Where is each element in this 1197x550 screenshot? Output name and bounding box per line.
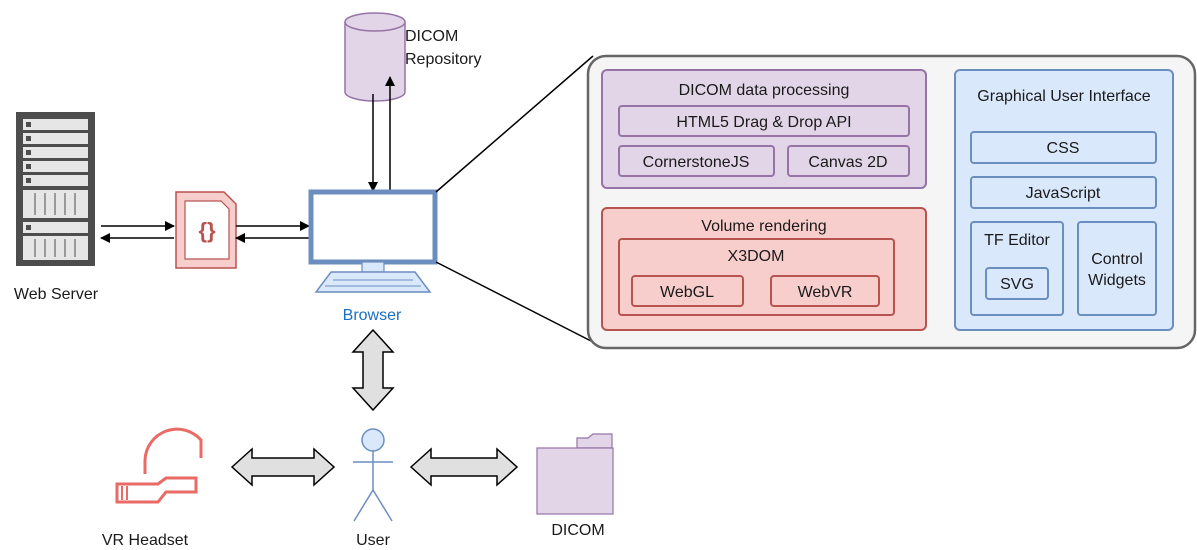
svg-label: SVG [1000, 276, 1034, 293]
javascript-label: JavaScript [1026, 185, 1101, 202]
webvr-box [770, 275, 880, 307]
server-icon [16, 112, 95, 266]
webgl-box [631, 275, 744, 307]
monitor-icon [308, 189, 438, 293]
double-arrow-vr-user [230, 447, 336, 487]
folder-icon [536, 433, 614, 515]
zoom-line-top [435, 55, 594, 193]
tf-editor-label: TF Editor [984, 232, 1050, 249]
canvas2d-label: Canvas 2D [808, 154, 887, 171]
control-widgets-label-1: Control [1091, 251, 1143, 268]
webgl-label: WebGL [660, 284, 714, 301]
html5-dnd-label: HTML5 Drag & Drop API [676, 114, 851, 131]
double-arrow-browser-user [351, 328, 395, 412]
gui-title: Graphical User Interface [977, 88, 1151, 105]
svg-text:{}: {} [198, 218, 216, 243]
user-label: User [356, 532, 390, 549]
x3dom-label: X3DOM [728, 248, 785, 265]
cornerstonejs-box [618, 145, 775, 177]
cornerstonejs-label: CornerstoneJS [643, 154, 750, 171]
double-arrow-user-dicom [409, 447, 519, 487]
control-widgets-label-2: Widgets [1088, 272, 1146, 289]
vr-headset-icon [115, 427, 203, 504]
zoom-line-bottom [435, 261, 594, 343]
vr-headset-label: VR Headset [102, 532, 189, 549]
dicom-repository-label-1: DICOM [405, 28, 458, 45]
dicom-processing-title: DICOM data processing [679, 82, 850, 99]
css-label: CSS [1047, 140, 1080, 157]
browser-label: Browser [343, 307, 402, 324]
javascript-box [970, 176, 1157, 209]
json-file-icon: {} [175, 191, 237, 269]
dicom-repository-label-2: Repository [405, 51, 481, 68]
html5-dnd-box [618, 105, 910, 137]
database-icon [344, 12, 406, 102]
canvas2d-box [787, 145, 910, 177]
svg-box [985, 267, 1049, 300]
web-server-label: Web Server [14, 286, 99, 303]
dicom-folder-label: DICOM [551, 522, 604, 539]
stick-figure-icon [353, 428, 393, 522]
webvr-label: WebVR [798, 284, 853, 301]
css-box [970, 131, 1157, 164]
control-widgets-box [1077, 221, 1157, 316]
volume-rendering-title: Volume rendering [701, 218, 826, 235]
